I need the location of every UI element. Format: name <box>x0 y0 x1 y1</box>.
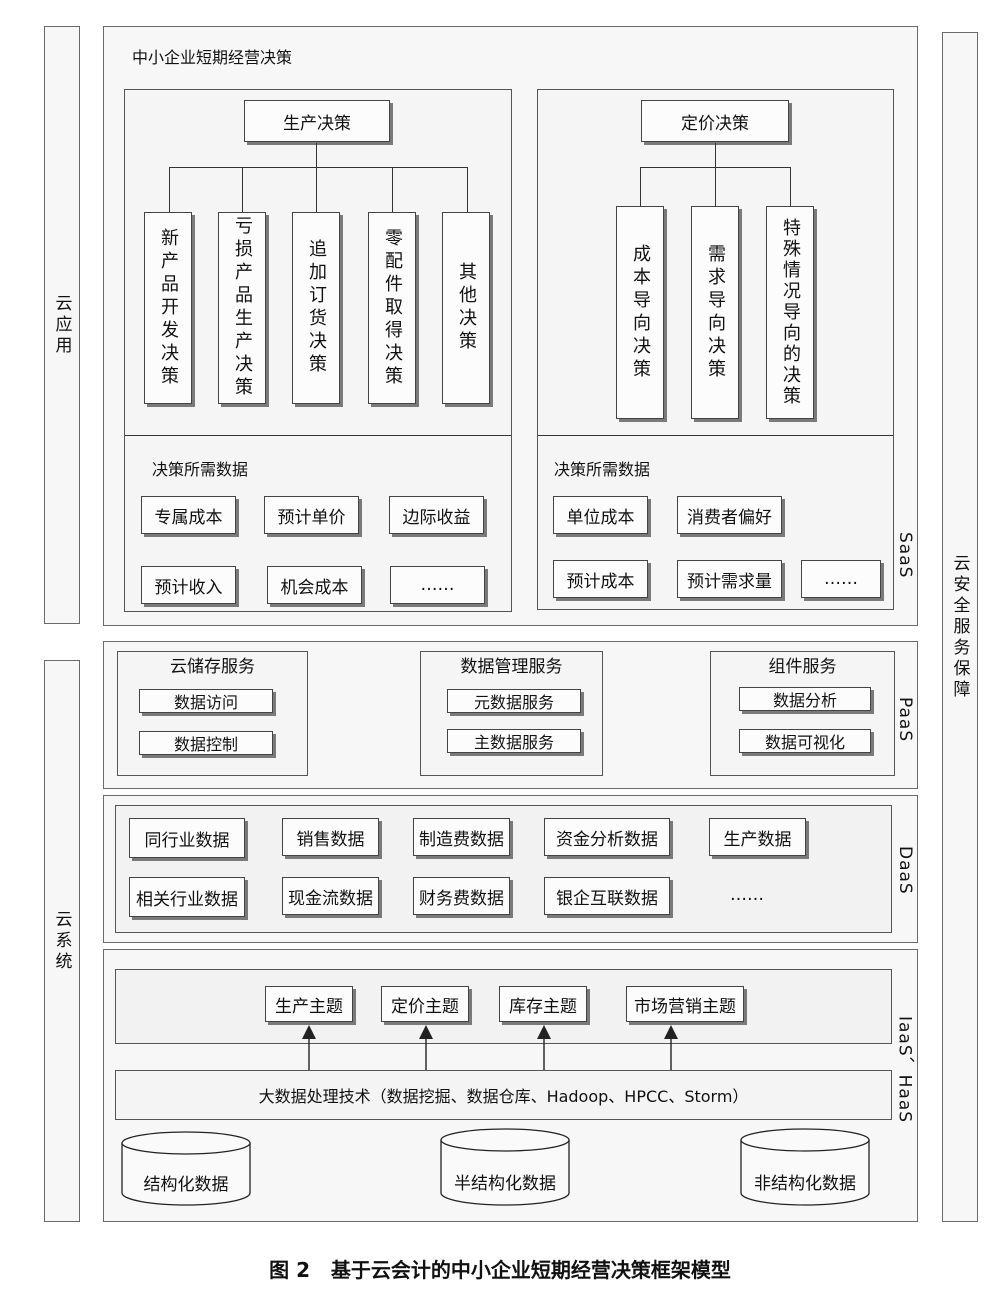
production-item-parts: 零配件取得决策 <box>368 212 416 404</box>
cylinder-icon <box>440 1128 570 1206</box>
production-connector-bar <box>169 167 468 168</box>
iaas-big-data-tech: 大数据处理技术（数据挖掘、数据仓库、Hadoop、HPCC、Storm） <box>115 1070 892 1120</box>
pricing-data-est-cost: 预计成本 <box>553 560 648 598</box>
production-data-title: 决策所需数据 <box>152 460 249 479</box>
daas-ellipsis: …… <box>730 885 764 905</box>
paas-data-visualization: 数据可视化 <box>739 729 871 753</box>
cloud-system-bar: 云系统 <box>44 660 80 1222</box>
store-unstructured-label: 非结构化数据 <box>754 1173 856 1194</box>
cloud-application-bar: 云应用 <box>44 26 80 624</box>
paas-group-components-title: 组件服务 <box>768 657 837 677</box>
store-structured-label: 结构化数据 <box>143 1175 229 1195</box>
iaas-layer-label: IaaS、HaaS <box>894 1016 915 1124</box>
saas-layer-label: SaaS <box>895 531 915 579</box>
cylinder-icon <box>121 1131 251 1206</box>
paas-group-data-management <box>420 651 603 776</box>
pricing-item-cost-oriented: 成本导向决策 <box>616 206 664 419</box>
iaas-theme-inventory: 库存主题 <box>499 986 587 1022</box>
daas-manufacturing-cost-data: 制造费数据 <box>413 818 510 856</box>
pricing-connector-drop-1 <box>640 167 641 206</box>
iaas-arrows <box>302 1025 678 1070</box>
production-decision-head: 生产决策 <box>244 100 390 142</box>
production-connector-drop-1 <box>169 167 170 212</box>
store-unstructured-data: 非结构化数据 <box>740 1128 870 1206</box>
paas-group-storage <box>117 651 308 776</box>
daas-layer-label: DaaS <box>895 845 915 895</box>
figure-caption: 图 2 基于云会计的中小企业短期经营决策框架模型 <box>269 1258 731 1282</box>
cylinder-icon <box>740 1128 870 1206</box>
daas-same-industry-data: 同行业数据 <box>129 818 245 858</box>
store-structured-data: 结构化数据 <box>121 1131 251 1206</box>
production-item-loss-product: 亏损产品生产决策 <box>218 212 266 404</box>
paas-group-components <box>710 651 895 776</box>
pricing-data-ellipsis: …… <box>801 560 881 598</box>
pricing-connector-drop-2 <box>715 167 716 206</box>
production-connector-stem <box>316 143 317 167</box>
daas-production-data: 生产数据 <box>709 818 806 856</box>
daas-capital-analysis-data: 资金分析数据 <box>544 818 670 856</box>
paas-group-storage-title: 云储存服务 <box>170 657 255 677</box>
daas-cash-flow-data: 现金流数据 <box>282 877 379 915</box>
paas-layer-label: PaaS <box>895 697 915 743</box>
store-semistructured-data: 半结构化数据 <box>440 1128 570 1206</box>
production-data-ellipsis: …… <box>390 566 485 604</box>
iaas-theme-production: 生产主题 <box>265 986 353 1022</box>
production-item-new-product: 新产品开发决策 <box>144 212 192 404</box>
pricing-data-title: 决策所需数据 <box>554 460 651 479</box>
iaas-theme-marketing: 市场营销主题 <box>626 986 744 1022</box>
pricing-data-est-demand: 预计需求量 <box>677 560 782 598</box>
iaas-big-data-tech-label: 大数据处理技术（数据挖掘、数据仓库、Hadoop、HPCC、Storm） <box>258 1087 749 1106</box>
pricing-item-demand-oriented: 需求导向决策 <box>691 206 739 419</box>
pricing-divider <box>538 435 893 436</box>
paas-metadata-service: 元数据服务 <box>447 689 581 713</box>
paas-data-analysis: 数据分析 <box>739 687 871 711</box>
saas-title: 中小企业短期经营决策 <box>132 48 293 67</box>
store-semistructured-label: 半结构化数据 <box>454 1173 556 1194</box>
production-connector-drop-5 <box>467 167 468 212</box>
production-data-dedicated-cost: 专属成本 <box>141 496 236 534</box>
paas-data-control: 数据控制 <box>139 731 273 755</box>
daas-bank-enterprise-data: 银企互联数据 <box>544 877 670 915</box>
pricing-connector-drop-3 <box>790 167 791 206</box>
production-divider <box>125 435 511 436</box>
paas-data-access: 数据访问 <box>139 689 273 713</box>
production-connector-drop-2 <box>242 167 243 212</box>
production-data-est-revenue: 预计收入 <box>141 566 236 604</box>
production-data-opportunity-cost: 机会成本 <box>267 566 362 604</box>
production-connector-drop-4 <box>392 167 393 212</box>
pricing-connector-stem <box>715 143 716 167</box>
production-data-est-price: 预计单价 <box>264 496 359 534</box>
production-item-extra-order: 追加订货决策 <box>292 212 340 404</box>
pricing-item-special-case: 特殊情况导向的决策 <box>766 206 814 419</box>
cloud-security-label: 云安全服务保障 <box>949 553 970 701</box>
pricing-decision-head: 定价决策 <box>641 100 789 142</box>
daas-financial-cost-data: 财务费数据 <box>413 877 510 915</box>
pricing-data-consumer-preference: 消费者偏好 <box>677 496 782 534</box>
daas-sales-data: 销售数据 <box>282 818 379 856</box>
paas-group-data-management-title: 数据管理服务 <box>460 657 563 677</box>
production-connector-drop-3 <box>316 167 317 212</box>
cloud-system-label: 云系统 <box>51 909 72 973</box>
daas-related-industry-data: 相关行业数据 <box>129 877 245 917</box>
cloud-security-bar: 云安全服务保障 <box>942 32 978 1222</box>
paas-master-data-service: 主数据服务 <box>447 729 581 753</box>
cloud-application-label: 云应用 <box>51 293 72 357</box>
production-item-other: 其他决策 <box>442 212 490 404</box>
pricing-data-unit-cost: 单位成本 <box>553 496 648 534</box>
production-data-marginal-revenue: 边际收益 <box>389 496 484 534</box>
iaas-theme-pricing: 定价主题 <box>381 986 469 1022</box>
